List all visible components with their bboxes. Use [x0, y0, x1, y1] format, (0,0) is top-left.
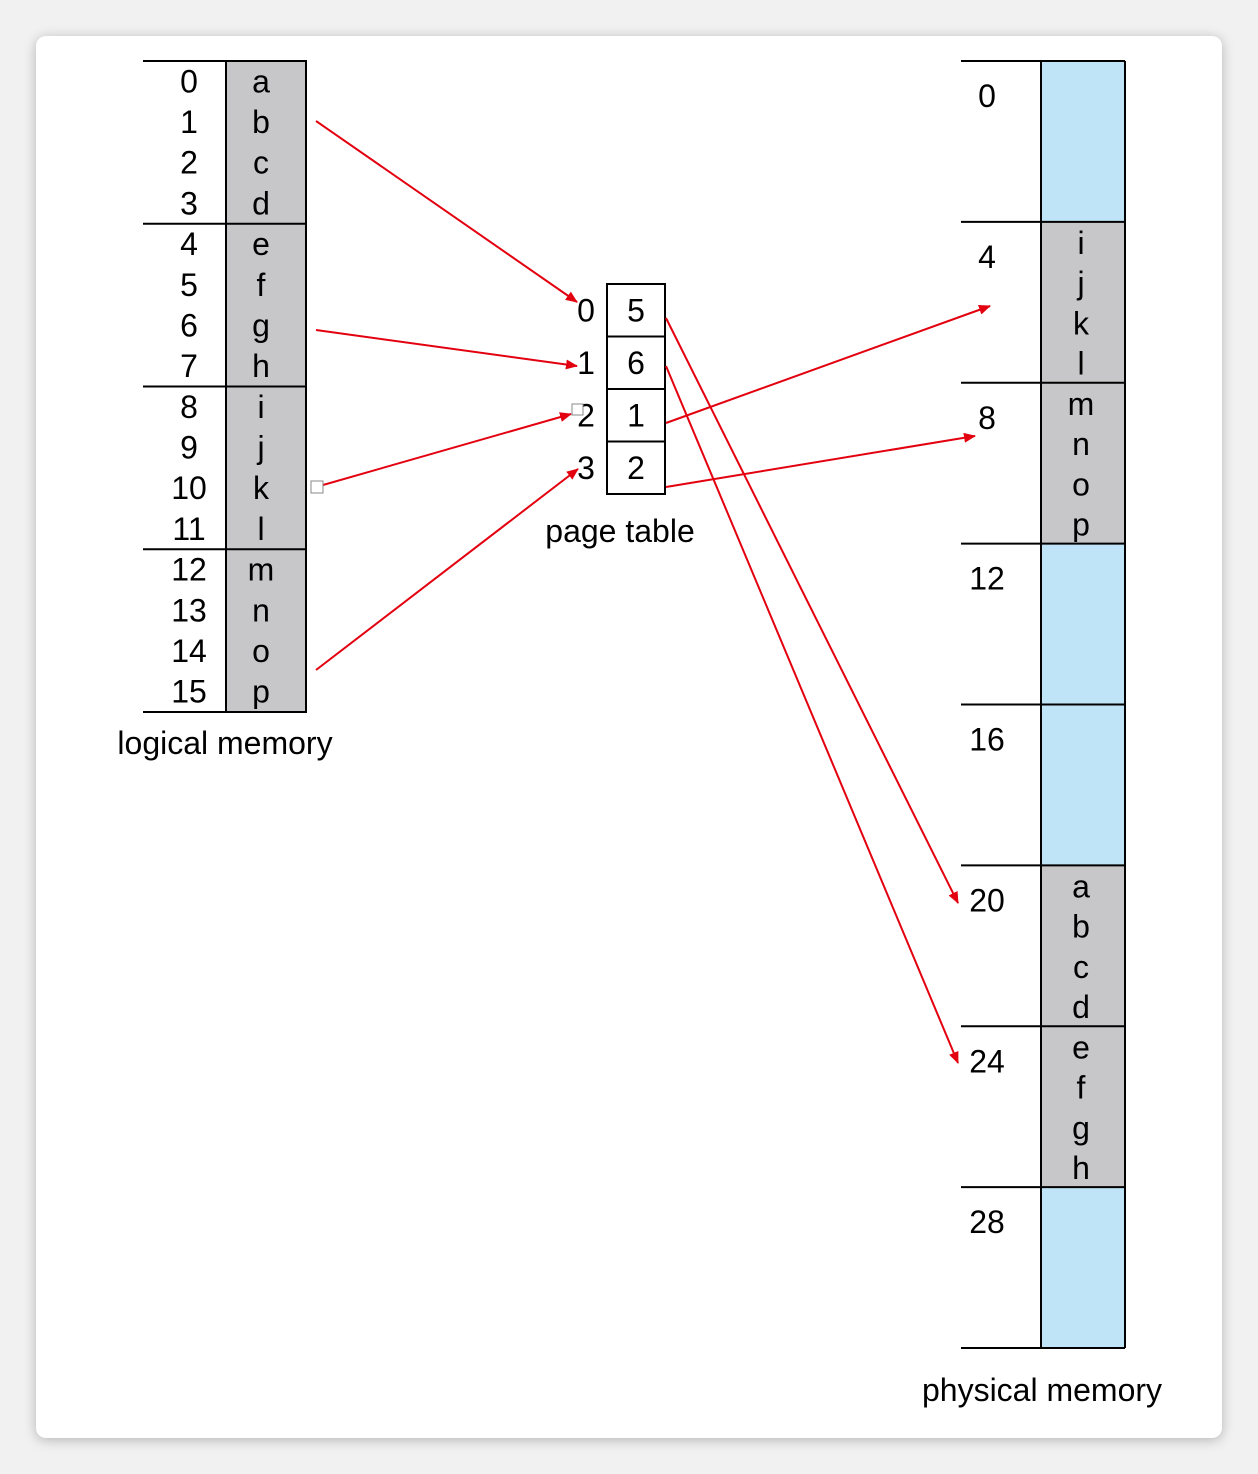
physical-address-label: 28: [969, 1204, 1005, 1240]
logical-address-label: 5: [180, 267, 198, 303]
arrow-table1-to-frame6: [665, 365, 959, 1064]
physical-address-label: 12: [969, 561, 1005, 597]
logical-memory-caption: logical memory: [117, 725, 332, 761]
logical-address-label: 8: [180, 389, 198, 425]
physical-address-label: 4: [978, 239, 996, 275]
physical-frame: [1041, 704, 1125, 866]
physical-content-label: m: [1068, 386, 1095, 422]
physical-memory-caption: physical memory: [922, 1372, 1162, 1408]
arrow-page3-to-table: [315, 468, 579, 671]
physical-content-label: p: [1072, 507, 1090, 543]
logical-address-label: 12: [171, 552, 207, 588]
page-table-frame-number: 1: [627, 397, 645, 433]
logical-content-label: p: [252, 674, 270, 710]
logical-content-label: i: [257, 389, 264, 425]
physical-content-label: i: [1077, 225, 1084, 261]
logical-address-label: 14: [171, 633, 207, 669]
physical-content-label: n: [1072, 426, 1090, 462]
logical-address-label: 6: [180, 307, 198, 343]
logical-address-label: 0: [180, 63, 198, 99]
logical-address-label: 1: [180, 104, 198, 140]
logical-content-label: k: [253, 470, 270, 506]
physical-content-label: f: [1077, 1070, 1086, 1106]
physical-content-label: l: [1077, 346, 1084, 382]
arrow-table0-to-frame5: [665, 317, 959, 904]
logical-content-label: b: [252, 104, 270, 140]
logical-address-label: 2: [180, 145, 198, 181]
logical-address-label: 11: [172, 511, 205, 547]
logical-address-label: 3: [180, 185, 198, 221]
physical-content-label: k: [1073, 305, 1090, 341]
logical-content-label: a: [252, 63, 270, 99]
physical-frame: [1041, 382, 1125, 544]
page-table-index: 3: [577, 450, 595, 486]
physical-content-label: j: [1076, 265, 1084, 301]
physical-address-label: 24: [969, 1043, 1005, 1079]
physical-frame: [1041, 1026, 1125, 1188]
logical-content-label: n: [252, 592, 270, 628]
physical-frame: [1041, 1187, 1125, 1348]
logical-address-label: 4: [180, 226, 198, 262]
physical-content-label: b: [1072, 909, 1090, 945]
logical-content-label: h: [252, 348, 270, 384]
physical-content-label: o: [1072, 466, 1090, 502]
arrow-page1-to-table: [315, 329, 578, 370]
logical-content-label: d: [252, 185, 270, 221]
logical-address-label: 13: [171, 592, 207, 628]
logical-content-label: l: [257, 511, 264, 547]
physical-address-label: 8: [978, 400, 996, 436]
physical-address-label: 16: [969, 722, 1005, 758]
physical-content-label: e: [1072, 1029, 1090, 1065]
physical-frame: [1041, 221, 1125, 383]
connector-handle: [310, 480, 324, 494]
logical-content-label: o: [252, 633, 270, 669]
page-table-index: 0: [577, 292, 595, 328]
physical-frame: [1041, 61, 1125, 222]
logical-content-label: f: [257, 267, 266, 303]
logical-address-label: 15: [171, 674, 207, 710]
page-table-caption: page table: [545, 513, 694, 549]
logical-content-label: j: [256, 430, 264, 466]
logical-content-label: m: [248, 552, 275, 588]
logical-content-label: c: [253, 145, 269, 181]
logical-address-label: 9: [180, 430, 198, 466]
physical-frame: [1041, 865, 1125, 1027]
physical-content-label: h: [1072, 1150, 1090, 1186]
physical-content-label: g: [1072, 1110, 1090, 1146]
arrow-table2-to-frame1: [665, 305, 991, 424]
page-table-frame-number: 5: [627, 292, 645, 328]
page-table-frame-number: 6: [627, 345, 645, 381]
logical-content-label: g: [252, 307, 270, 343]
logical-address-label: 10: [171, 470, 207, 506]
logical-content-label: e: [252, 226, 270, 262]
physical-frame: [1041, 543, 1125, 705]
page-table-frame-number: 2: [627, 450, 645, 486]
arrow-page0-to-table: [315, 120, 578, 303]
physical-content-label: a: [1072, 868, 1090, 904]
mapping-arrows: [310, 120, 991, 1064]
arrow-page2-to-table: [315, 412, 572, 488]
connector-handle: [571, 403, 584, 416]
page-table-index: 1: [577, 345, 595, 381]
physical-content-label: d: [1072, 989, 1090, 1025]
arrow-table3-to-frame2: [665, 432, 976, 488]
physical-address-label: 20: [969, 882, 1005, 918]
physical-content-label: c: [1073, 949, 1089, 985]
logical-address-label: 7: [180, 348, 198, 384]
physical-address-label: 0: [978, 78, 996, 114]
